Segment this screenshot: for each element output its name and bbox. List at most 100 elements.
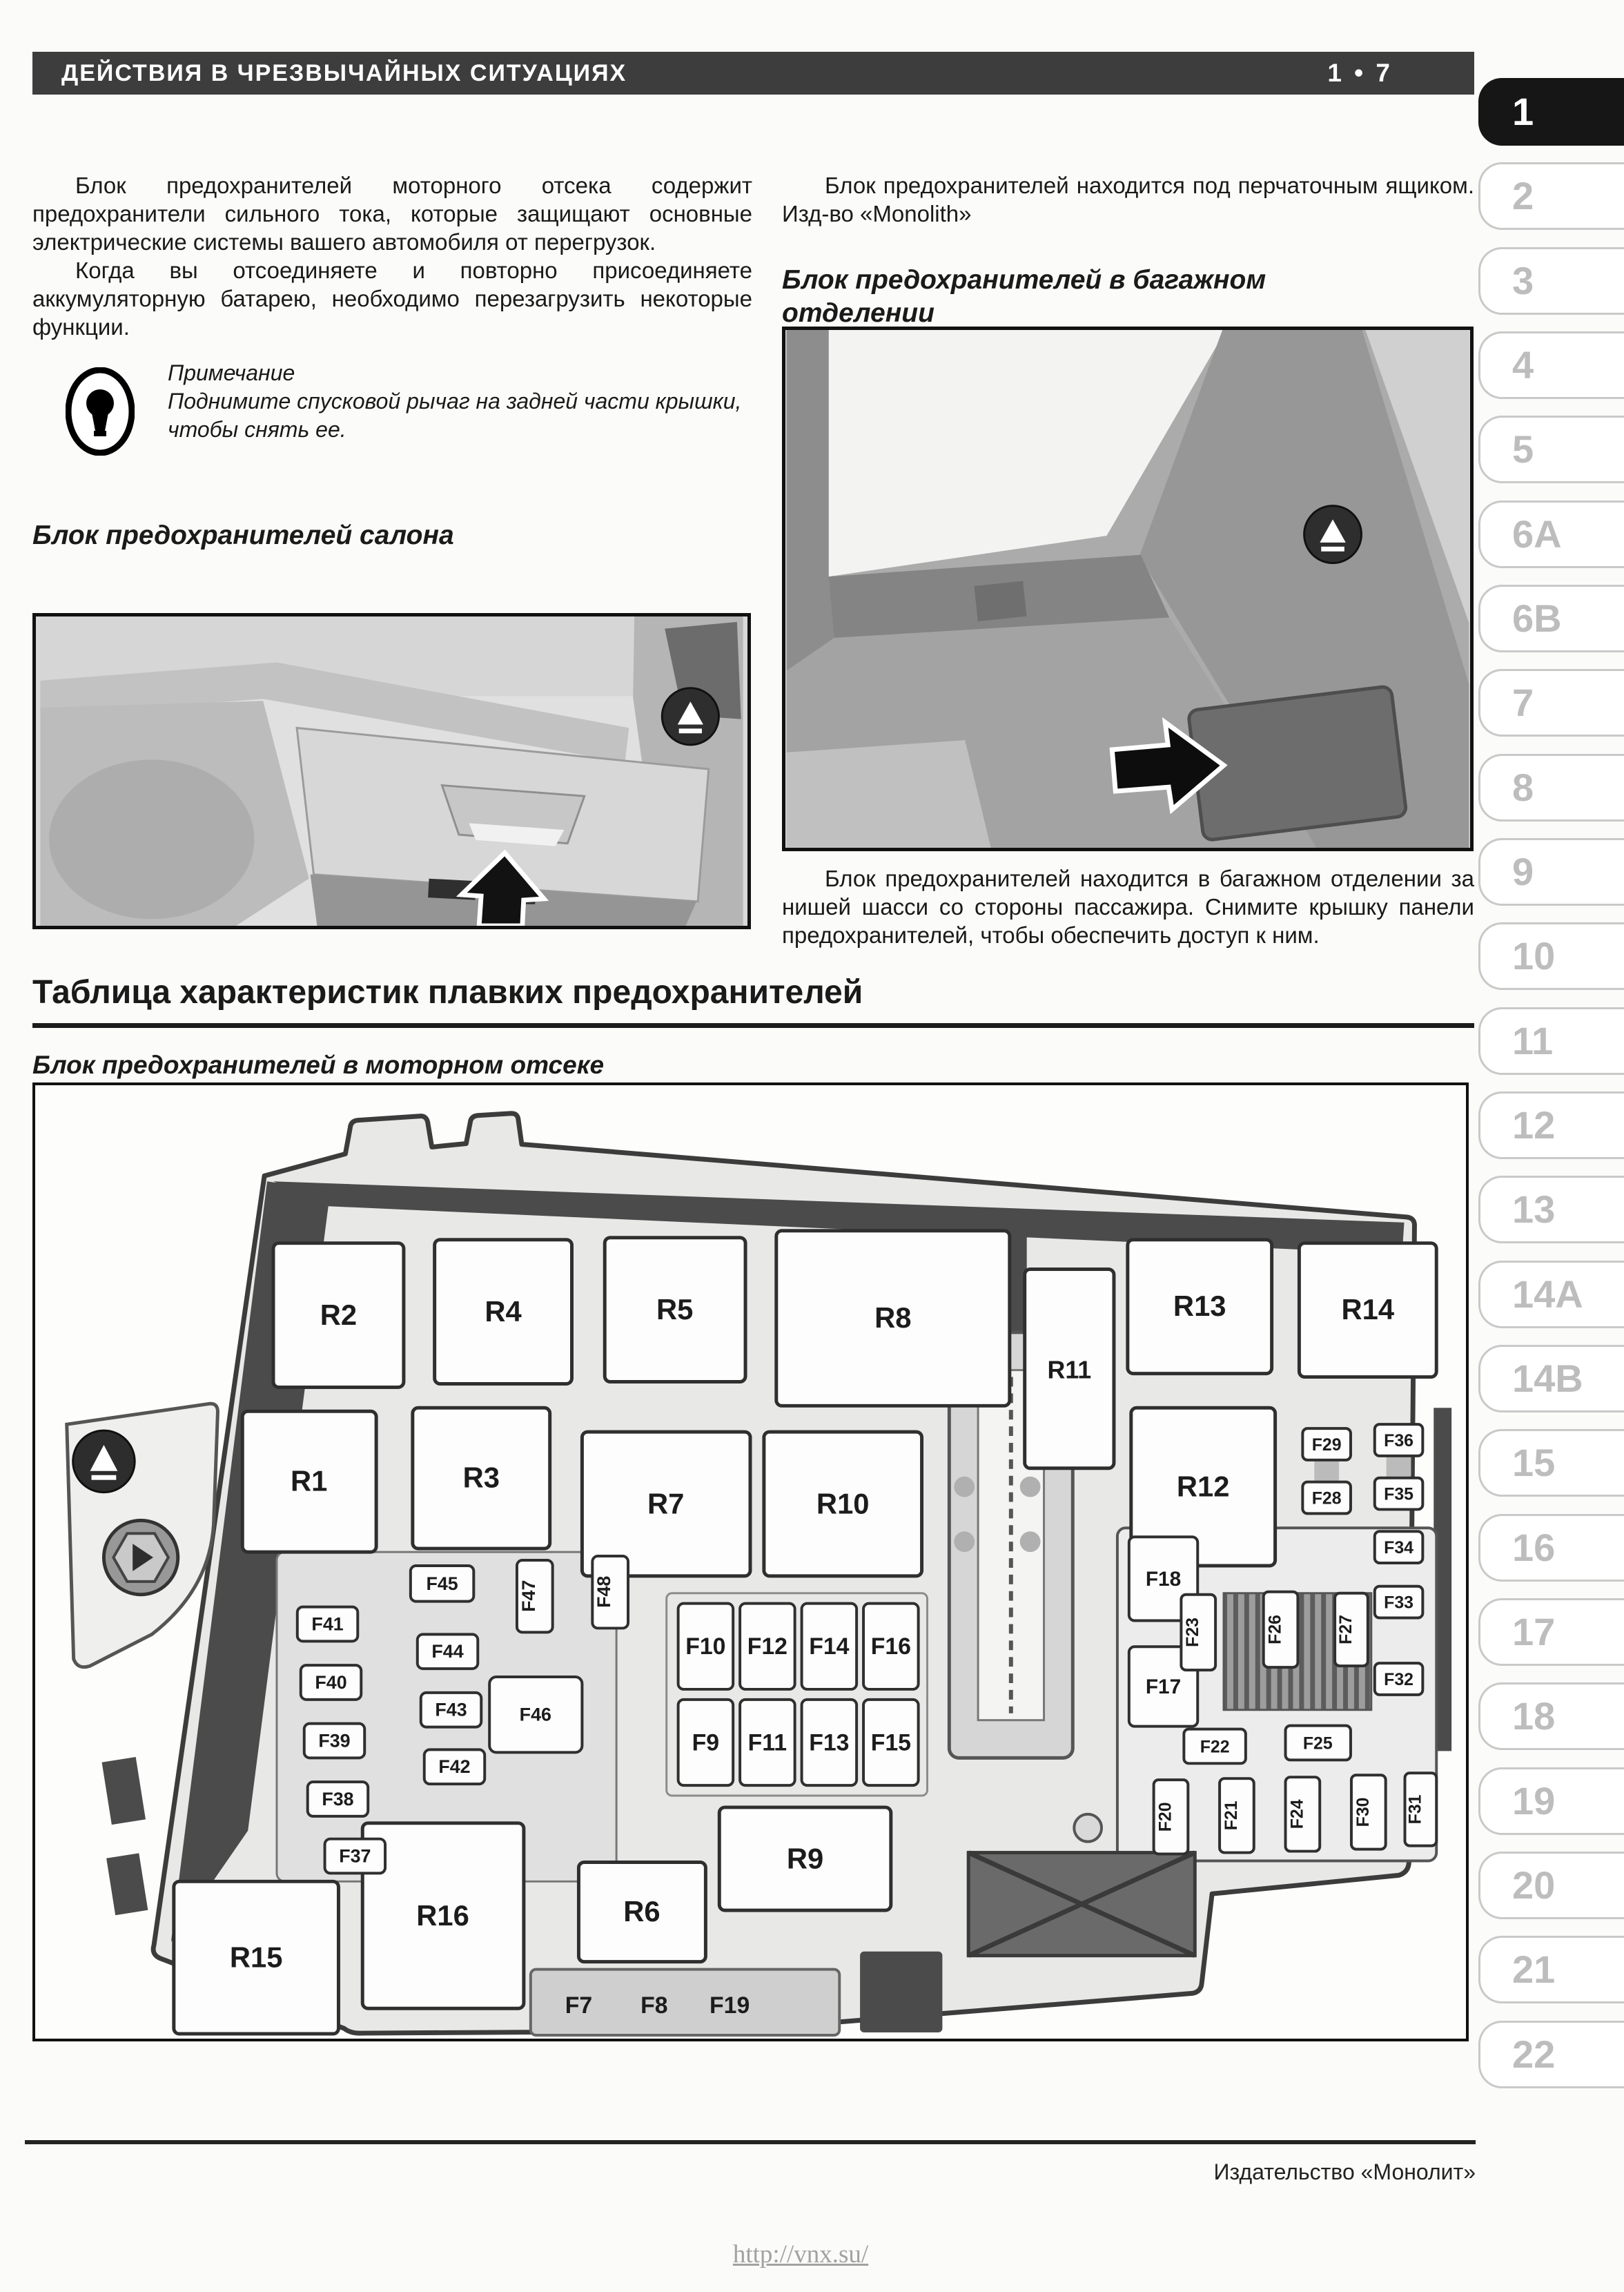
heading-cabin-fusebox: Блок предохранителей салона <box>32 521 454 550</box>
engine-fusebox-diagram: R2 R4 R5 R8 R11 R13 R14 R1 R3 R7 R10 R12… <box>32 1082 1469 2041</box>
relay-R4-label: R4 <box>485 1295 521 1328</box>
svg-text:F40: F40 <box>315 1672 346 1693</box>
fuse-F29: F29 <box>1301 1427 1352 1461</box>
side-tab-14A: 14A <box>1478 1261 1624 1328</box>
footer-url-link[interactable]: http://vnx.su/ <box>732 2240 869 2269</box>
relay-R9: R9 <box>717 1805 893 1912</box>
relay-R16-label: R16 <box>416 1899 469 1932</box>
relay-R2: R2 <box>271 1241 406 1389</box>
relay-R13: R13 <box>1126 1238 1274 1376</box>
lightbulb-icon <box>66 367 135 456</box>
fuse-F8-label: F8 <box>640 1992 667 2019</box>
svg-text:F24: F24 <box>1288 1799 1307 1829</box>
paragraph: Блок предохранителей находится под перча… <box>782 173 1474 226</box>
svg-text:F9: F9 <box>692 1729 719 1756</box>
side-tab-15: 15 <box>1478 1429 1624 1497</box>
svg-text:F29: F29 <box>1312 1436 1342 1455</box>
publisher-watermark-logo <box>1303 505 1362 564</box>
relay-R3-label: R3 <box>463 1461 500 1494</box>
note-text: Поднимите спусковой рычаг на задней част… <box>168 389 742 442</box>
side-tab-1: 1 <box>1478 78 1624 146</box>
mounting-bolt <box>101 1518 180 1597</box>
fuse-F42: F42 <box>422 1748 487 1786</box>
relay-R5-label: R5 <box>656 1293 693 1325</box>
svg-text:F32: F32 <box>1384 1671 1413 1689</box>
fuse-F34: F34 <box>1373 1530 1425 1564</box>
svg-text:F36: F36 <box>1384 1432 1413 1450</box>
fuse-F7-label: F7 <box>565 1992 592 2019</box>
relay-R12: R12 <box>1129 1406 1278 1568</box>
side-tab-5: 5 <box>1478 416 1624 483</box>
fuse-F15: F15 <box>862 1698 920 1787</box>
fuse-table-heading: Таблица характеристик плавких предохрани… <box>32 974 863 1011</box>
relay-R3: R3 <box>411 1406 552 1551</box>
photo-cabin-fusebox <box>32 613 751 929</box>
header-bar: ДЕЙСТВИЯ В ЧРЕЗВЫЧАЙНЫХ СИТУАЦИЯХ 1 • 7 <box>32 52 1474 95</box>
relay-R1: R1 <box>240 1409 378 1554</box>
trunk-photo-caption: Блок предохранителей находится в багажно… <box>782 866 1474 948</box>
svg-text:F25: F25 <box>1303 1734 1333 1753</box>
svg-text:F23: F23 <box>1184 1618 1202 1647</box>
publisher-watermark-logo <box>661 687 720 746</box>
fuse-F47: F47 <box>515 1559 554 1634</box>
fuse-F31: F31 <box>1403 1771 1438 1847</box>
footer-rule <box>25 2140 1476 2144</box>
fuse-F11: F11 <box>738 1698 796 1787</box>
svg-text:F26: F26 <box>1266 1615 1285 1644</box>
fuse-F39: F39 <box>302 1722 366 1760</box>
relay-R11: R11 <box>1023 1267 1116 1470</box>
relay-R2-label: R2 <box>320 1299 357 1331</box>
fuse-F48: F48 <box>591 1555 630 1630</box>
relay-R10: R10 <box>762 1430 924 1578</box>
relay-R13-label: R13 <box>1173 1290 1226 1322</box>
fuse-F12: F12 <box>738 1602 796 1691</box>
side-tab-19: 19 <box>1478 1767 1624 1835</box>
svg-text:F16: F16 <box>871 1633 911 1660</box>
relay-R8-label: R8 <box>874 1301 911 1334</box>
svg-text:F42: F42 <box>438 1756 470 1777</box>
relay-R12-label: R12 <box>1177 1470 1230 1503</box>
side-tab-22: 22 <box>1478 2021 1624 2088</box>
fuse-F35: F35 <box>1373 1476 1425 1511</box>
footer-publisher: Издательство «Монолит» <box>1213 2159 1476 2184</box>
fuse-F24: F24 <box>1284 1776 1322 1853</box>
fuse-F38: F38 <box>306 1780 370 1818</box>
side-tab-18: 18 <box>1478 1682 1624 1750</box>
svg-text:F10: F10 <box>685 1633 725 1660</box>
heading-trunk-fusebox: Блок предохранителей в багажном отделени… <box>782 265 1266 328</box>
fuse-F28: F28 <box>1301 1480 1352 1515</box>
side-tab-11: 11 <box>1478 1007 1624 1075</box>
side-tab-7: 7 <box>1478 669 1624 737</box>
monolith-logo-badge <box>72 1429 136 1494</box>
fuse-F36: F36 <box>1373 1423 1425 1457</box>
svg-text:F12: F12 <box>747 1633 787 1660</box>
relay-R8: R8 <box>774 1229 1012 1408</box>
side-tab-4: 4 <box>1478 331 1624 399</box>
left-column-text: Блок предохранителей моторного отсека со… <box>32 171 752 341</box>
side-tab-9: 9 <box>1478 838 1624 906</box>
svg-text:F28: F28 <box>1312 1489 1342 1508</box>
heading-rule <box>32 1023 1474 1028</box>
fuse-F44: F44 <box>415 1633 480 1671</box>
fuse-F22: F22 <box>1182 1727 1247 1765</box>
pointer-arrow-right <box>1109 717 1228 815</box>
side-tab-17: 17 <box>1478 1598 1624 1666</box>
fuse-F43: F43 <box>419 1691 483 1729</box>
svg-text:F44: F44 <box>431 1641 463 1662</box>
note-title: Примечание <box>168 360 295 385</box>
relay-R11-label: R11 <box>1047 1357 1091 1384</box>
fuse-F37: F37 <box>323 1837 387 1875</box>
svg-text:F37: F37 <box>339 1845 371 1866</box>
relay-R15: R15 <box>172 1879 340 2036</box>
svg-text:F41: F41 <box>311 1613 343 1634</box>
svg-text:F45: F45 <box>426 1573 458 1594</box>
side-tab-20: 20 <box>1478 1852 1624 1919</box>
fuse-F16: F16 <box>862 1602 920 1691</box>
relay-R9-label: R9 <box>787 1842 823 1874</box>
fuse-F46: F46 <box>488 1676 584 1754</box>
relay-R16: R16 <box>360 1821 526 2010</box>
svg-text:F15: F15 <box>871 1729 911 1756</box>
svg-text:F39: F39 <box>318 1730 350 1751</box>
fuse-F19-label: F19 <box>710 1992 750 2019</box>
